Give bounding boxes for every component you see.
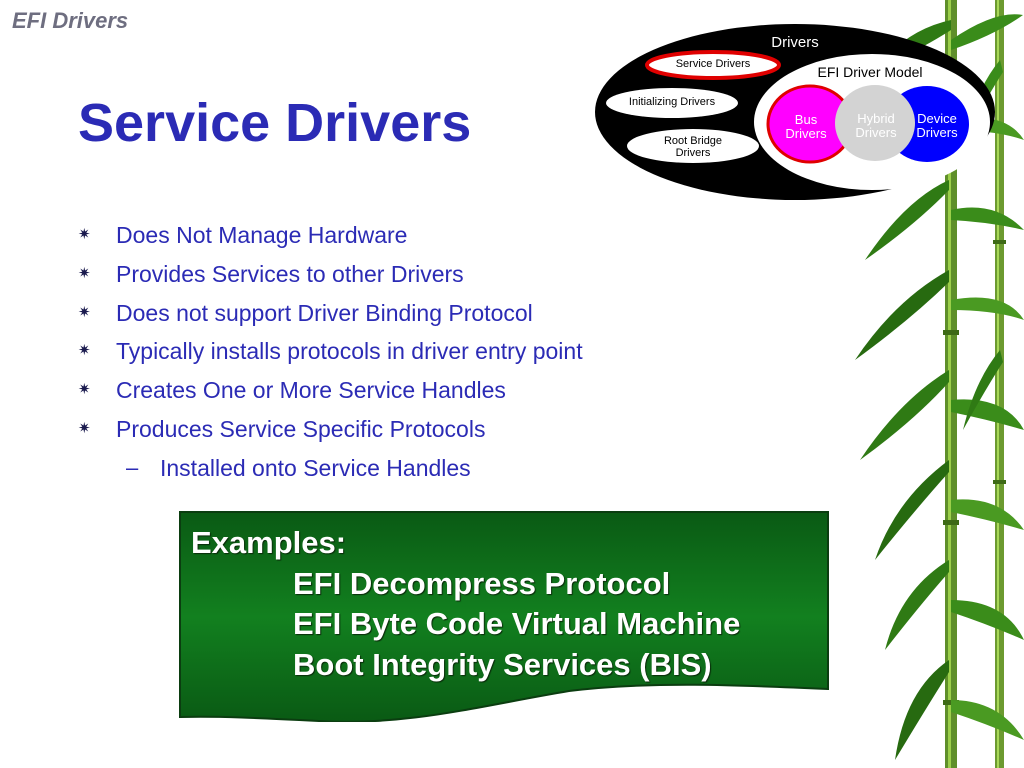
bullet-icon: ✷ [78, 226, 91, 243]
bullet-text: Does not support Driver Binding Protocol [116, 299, 533, 326]
list-item: ✷ Does Not Manage Hardware [78, 220, 583, 259]
header-title: EFI Drivers [12, 8, 129, 33]
example-item: EFI Byte Code Virtual Machine [293, 606, 741, 641]
dash-icon: – [126, 454, 139, 480]
drivers-diagram: Drivers Service Drivers Initializing Dri… [595, 24, 995, 200]
examples-heading: Examples: [191, 525, 347, 560]
bullet-text: Provides Services to other Drivers [116, 260, 464, 287]
bus-label-line1: Bus [795, 112, 818, 127]
efi-driver-model-label: EFI Driver Model [817, 64, 922, 80]
list-item: ✷ Provides Services to other Drivers [78, 259, 583, 298]
list-item: ✷ Creates One or More Service Handles [78, 375, 583, 414]
bullet-text: Creates One or More Service Handles [116, 377, 506, 404]
examples-text: Examples: EFI Decompress Protocol EFI By… [191, 523, 740, 685]
drivers-label: Drivers [771, 34, 819, 51]
bullet-icon: ✷ [78, 419, 91, 437]
page-title: Service Drivers [78, 93, 472, 153]
bullet-icon: ✷ [78, 264, 91, 282]
list-item: ✷ Typically installs protocols in driver … [78, 336, 583, 375]
example-item: EFI Decompress Protocol [293, 565, 671, 601]
bullet-icon: ✷ [78, 342, 91, 360]
bullet-text: Typically installs protocols in driver e… [116, 338, 583, 365]
examples-box: Examples: EFI Decompress Protocol EFI By… [179, 511, 830, 722]
list-item: ✷ Does not support Driver Binding Protoco… [78, 298, 583, 337]
initializing-drivers-ellipse [606, 88, 738, 118]
service-drivers-label: Service Drivers [676, 58, 751, 70]
sub-bullet-text: Installed onto Service Handles [160, 454, 471, 481]
bullet-icon: ✷ [78, 303, 91, 321]
service-drivers-ellipse [645, 50, 781, 80]
hybrid-label-line2: Drivers [855, 125, 897, 140]
bullet-list: ✷ Does Not Manage Hardware ✷ Provides Serv… [78, 220, 583, 492]
initializing-drivers-label: Initializing Drivers [629, 96, 716, 108]
example-item: Boot Integrity Services (BIS) [293, 646, 712, 682]
device-label-line2: Drivers [916, 125, 958, 140]
examples-box-background [179, 511, 829, 722]
bullet-text: Produces Service Specific Protocols [116, 415, 486, 442]
hybrid-label-line1: Hybrid [857, 111, 895, 126]
bullet-text: Does Not Manage Hardware [116, 222, 408, 248]
root-bridge-label-line1: Root Bridge [664, 135, 722, 147]
bamboo-stalks [943, 0, 1006, 768]
hybrid-drivers-circle [835, 85, 915, 161]
list-item: ✷ Produces Service Specific Protocols [78, 414, 583, 453]
bullet-icon: ✷ [78, 381, 91, 399]
sub-list-item: –Installed onto Service Handles [78, 453, 583, 492]
device-label-line1: Device [917, 111, 957, 126]
root-bridge-label-line2: Drivers [676, 147, 711, 159]
bus-label-line2: Drivers [785, 126, 827, 141]
root-bridge-drivers-ellipse [627, 129, 759, 163]
